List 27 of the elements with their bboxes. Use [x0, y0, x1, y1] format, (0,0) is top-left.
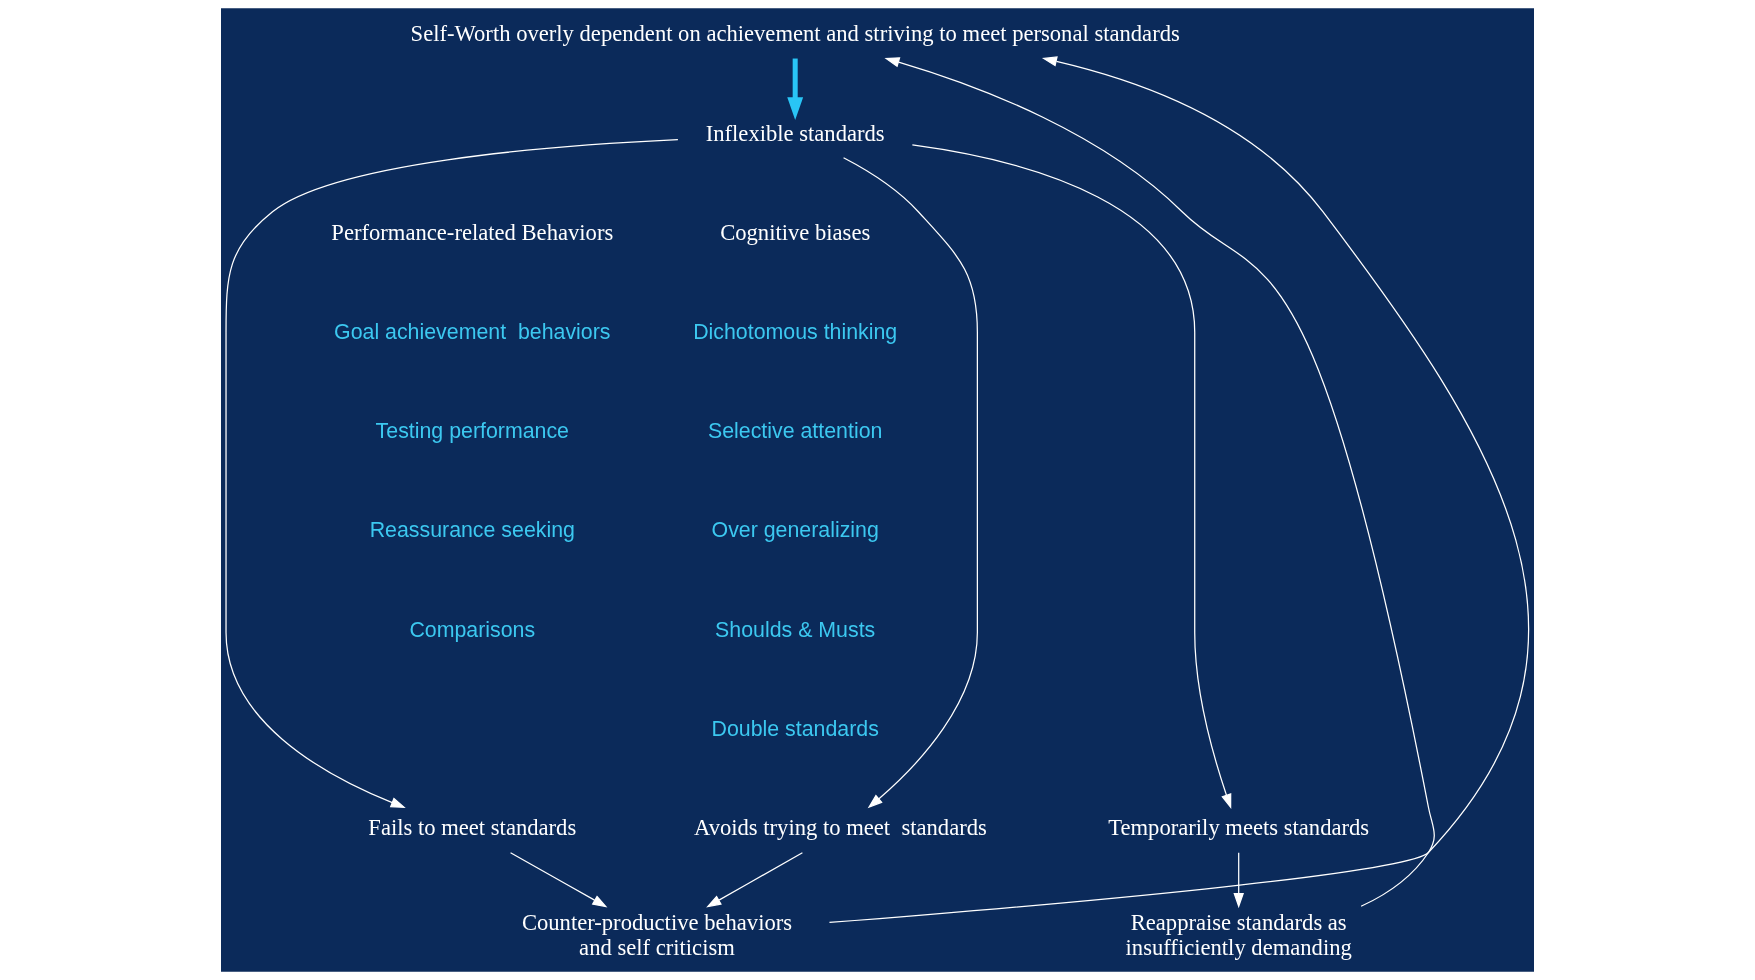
arrow — [842, 157, 978, 809]
label: Goal achievement behaviors — [334, 319, 611, 344]
node-text: Self-Worth overly dependent on achievement and striving to meet personal standards — [410, 21, 1180, 47]
arrow — [225, 139, 679, 808]
label: Testing performance — [375, 418, 569, 443]
arrow — [787, 58, 804, 120]
arrow — [911, 144, 1232, 809]
label: Shoulds & Musts — [715, 617, 876, 642]
node-text: Reappraise standards as insufficiently demanding — [1125, 909, 1352, 960]
label: Dichotomous thinking — [693, 319, 898, 344]
node-text: Fails to meet standards — [368, 815, 577, 841]
label: Reassurance seeking — [369, 518, 575, 543]
label: Performance-related Behaviors — [331, 219, 614, 245]
node-text: Counter-productive behaviors and self criticism — [521, 909, 793, 960]
arrow — [509, 852, 608, 908]
arrow — [706, 852, 804, 908]
node-text: Temporarily meets standards — [1108, 815, 1370, 841]
node-text: Avoids trying to meet standards — [693, 815, 987, 841]
node-text: Inflexible standards — [705, 120, 885, 146]
arrow — [1233, 852, 1244, 909]
arrow — [828, 56, 1529, 924]
label: Over generalizing — [711, 518, 879, 543]
label: Selective attention — [707, 418, 883, 443]
label: Comparisons — [409, 617, 536, 642]
label: Double standards — [711, 716, 879, 741]
arrow — [884, 57, 1435, 907]
label: Cognitive biases — [720, 219, 871, 245]
